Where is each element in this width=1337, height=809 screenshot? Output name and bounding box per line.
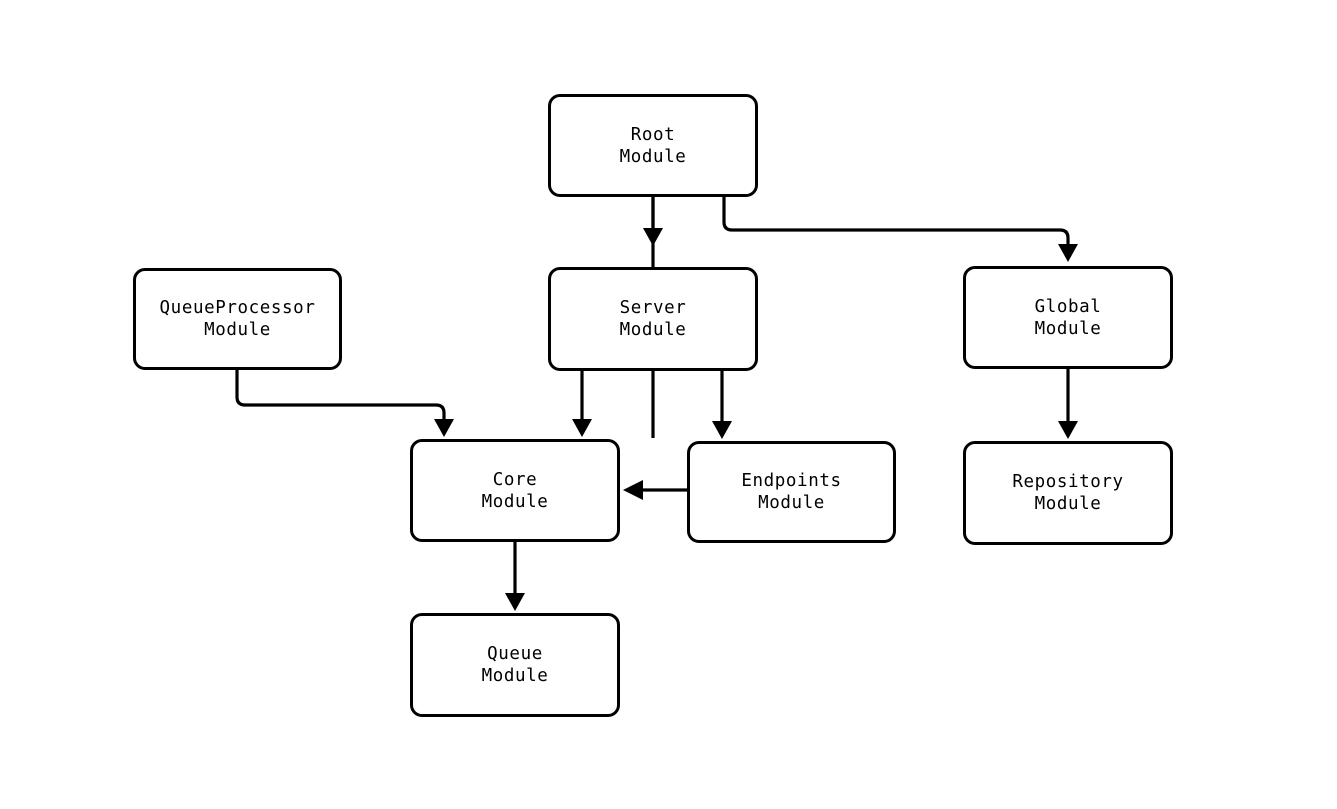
edge-queueprocessor-to-core [235, 370, 454, 437]
edge-global-to-repository [1058, 369, 1078, 439]
node-global-module-line2: Module [1034, 318, 1102, 339]
node-global-module[interactable]: Global Module [963, 266, 1173, 369]
node-repository-module-line2: Module [1034, 494, 1102, 514]
node-core-module-line2: Module [481, 491, 549, 512]
node-server-module-line1: Server [619, 298, 687, 318]
edge-root-to-global [722, 197, 1078, 262]
edge-server-to-endpoints [712, 371, 732, 439]
node-global-module-line1: Global [1034, 296, 1102, 317]
node-server-module-line2: Module [619, 320, 687, 340]
node-endpoints-module[interactable]: Endpoints Module [687, 441, 896, 543]
node-repository-module-line1: Repository [1012, 472, 1124, 492]
edge-core-to-queue [505, 542, 525, 611]
node-queueprocessor-module-line1: QueueProcessor [159, 298, 316, 318]
node-core-module[interactable]: Core Module [410, 439, 620, 542]
node-queueprocessor-module-line2: Module [204, 320, 271, 340]
node-endpoints-module-line1: Endpoints [741, 471, 842, 491]
node-root-module-line1: Root [630, 124, 676, 145]
node-repository-module[interactable]: Repository Module [963, 441, 1173, 545]
node-queue-module-line2: Module [481, 666, 549, 686]
node-root-module-line2: Module [619, 146, 687, 167]
node-root-module[interactable]: Root Module [548, 94, 758, 197]
node-queue-module-line1: Queue [487, 644, 543, 664]
edge-server-to-core [572, 371, 592, 437]
node-queue-module[interactable]: Queue Module [410, 613, 620, 717]
node-endpoints-module-line2: Module [758, 493, 825, 513]
edge-endpoints-to-core [623, 480, 687, 500]
node-server-module[interactable]: Server Module [548, 267, 758, 371]
node-core-module-line1: Core [492, 469, 538, 490]
node-queueprocessor-module[interactable]: QueueProcessor Module [133, 268, 342, 370]
